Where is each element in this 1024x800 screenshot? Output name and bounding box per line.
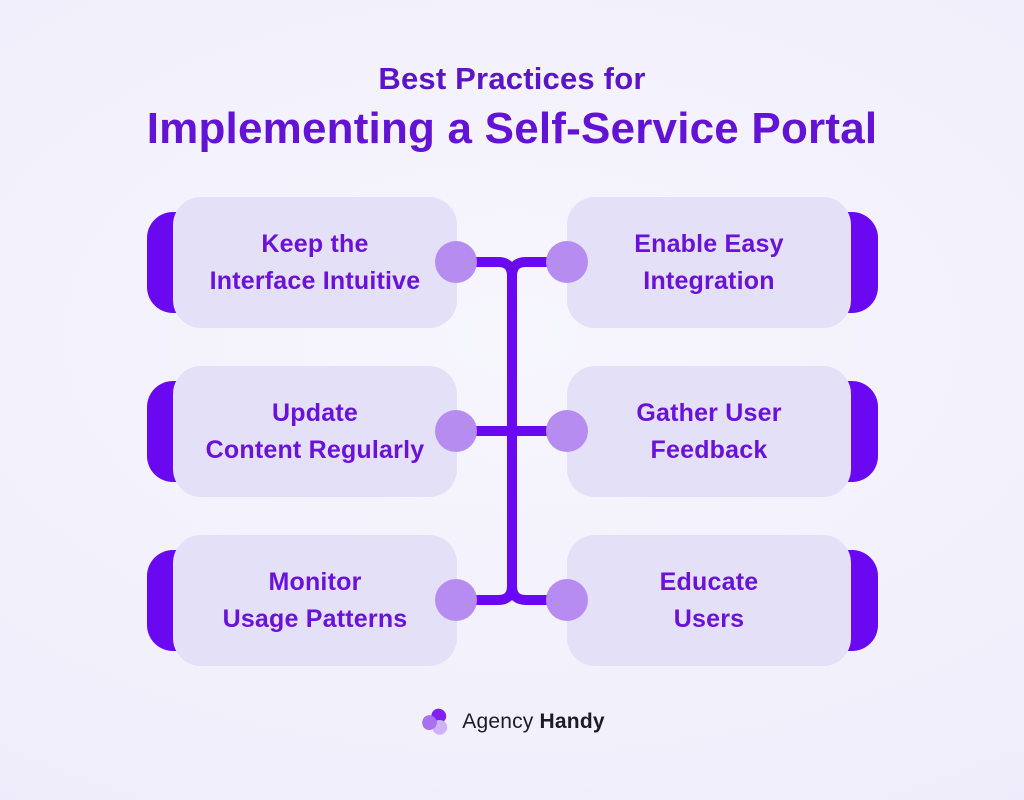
card-label-line2: Users (673, 604, 745, 633)
card-gather-user-feedback: Gather User Feedback (567, 366, 878, 497)
connector-dots (435, 241, 588, 621)
card-educate-users: Educate Users (567, 535, 878, 666)
brand-footer: Agency Handy (0, 705, 1024, 739)
brand-name: Agency Handy (462, 710, 604, 734)
card-label: Gather User Feedback (636, 395, 781, 469)
card-monitor-usage-patterns: Monitor Usage Patterns (147, 535, 457, 666)
card-label-line1: Monitor (268, 567, 362, 596)
card-update-content-regularly: Update Content Regularly (147, 366, 457, 497)
card-label-line2: Usage Patterns (222, 604, 408, 633)
card-label: Educate Users (660, 564, 759, 638)
card-body: Enable Easy Integration (567, 197, 851, 328)
card-enable-easy-integration: Enable Easy Integration (567, 197, 878, 328)
card-label-line2: Feedback (650, 435, 768, 464)
card-label-line1: Update (272, 398, 358, 427)
card-keep-the-interface-intuitive: Keep the Interface Intuitive (147, 197, 457, 328)
connector-top-left (456, 257, 517, 277)
page-title: Best Practices for Implementing a Self-S… (0, 61, 1024, 154)
card-body: Monitor Usage Patterns (173, 535, 457, 666)
card-body: Educate Users (567, 535, 851, 666)
card-label: Enable Easy Integration (634, 226, 784, 300)
brand-name-regular: Agency (462, 710, 534, 733)
card-label-line2: Integration (643, 266, 775, 295)
card-label-line2: Content Regularly (205, 435, 425, 464)
card-label-line1: Enable Easy (634, 229, 784, 258)
card-label: Keep the Interface Intuitive (210, 226, 421, 300)
page-title-line2: Implementing a Self-Service Portal (146, 104, 878, 153)
agency-handy-logo-icon (422, 708, 448, 735)
connector-bottom-left (456, 585, 517, 605)
card-label-line1: Keep the (261, 229, 369, 258)
page-title-line1: Best Practices for (378, 61, 646, 96)
card-label: Monitor Usage Patterns (223, 564, 408, 638)
connector-top-right (507, 257, 567, 277)
connector-lines (456, 257, 567, 605)
card-body: Keep the Interface Intuitive (173, 197, 457, 328)
card-label-line2: Interface Intuitive (209, 266, 421, 295)
card-label-line1: Educate (659, 567, 759, 596)
card-label-line1: Gather User (636, 398, 782, 427)
brand-name-bold: Handy (539, 710, 605, 733)
card-body: Gather User Feedback (567, 366, 851, 497)
card-label: Update Content Regularly (206, 395, 425, 469)
connector-bottom-right (507, 585, 567, 605)
card-body: Update Content Regularly (173, 366, 457, 497)
